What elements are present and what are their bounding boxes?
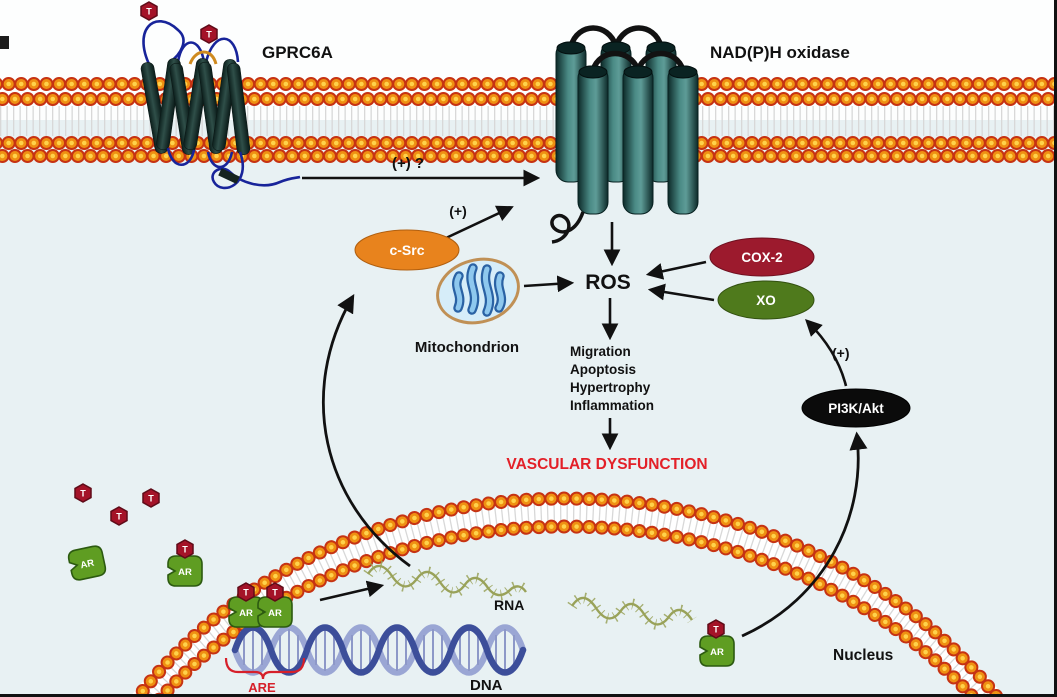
ar-label: AR — [178, 567, 192, 578]
are-label: ARE — [248, 680, 276, 695]
t-label: T — [116, 512, 122, 522]
testosterone-molecule: T — [266, 582, 284, 602]
nadph-oxidase-label: NAD(P)H oxidase — [710, 43, 850, 62]
mitochondrion-label: Mitochondrion — [415, 339, 519, 356]
androgen-receptor-dimer-right: AR — [257, 596, 293, 628]
testosterone-molecule: T — [110, 506, 128, 526]
ar-label: AR — [710, 647, 724, 658]
t-label: T — [182, 545, 188, 555]
outcomes-list: Migration Apoptosis Hypertrophy Inflamma… — [570, 344, 654, 413]
figure-border-bottom — [0, 694, 1057, 697]
arrow-are-to-rna — [319, 580, 385, 602]
vascular-dysfunction-label: VASCULAR DYSFUNCTION — [506, 456, 707, 473]
t-label: T — [146, 7, 152, 17]
arrow-ar-to-pi3k — [741, 431, 868, 638]
ar-label: AR — [268, 608, 282, 619]
receptor-tail-domain — [218, 168, 240, 184]
t-label: T — [243, 588, 249, 598]
androgen-receptor-free: AR — [66, 543, 108, 583]
gprc6a-label: GPRC6A — [262, 43, 333, 62]
pi3k-akt-label: PI3K/Akt — [828, 401, 884, 416]
dna-label: DNA — [470, 677, 503, 694]
c-src-label: c-Src — [389, 242, 424, 258]
t-label: T — [206, 30, 212, 40]
dna-helix — [231, 624, 527, 676]
cox2-label: COX-2 — [741, 250, 782, 265]
outcome-item-apoptosis: Apoptosis — [570, 362, 636, 377]
plasma-membrane — [0, 84, 1057, 156]
arrow-csrc-to-oxidase — [445, 205, 514, 240]
ros-label: ROS — [585, 271, 631, 294]
figure-edge-mark — [0, 36, 9, 49]
rna-transcript-1 — [363, 560, 531, 601]
rna-label: RNA — [494, 597, 524, 613]
activation-question-label: (+) ? — [392, 155, 424, 172]
ar-label: AR — [239, 608, 253, 619]
xo-label: XO — [756, 293, 776, 308]
c-src-enzyme: c-Src — [354, 229, 460, 271]
cox2-enzyme: COX-2 — [709, 237, 815, 277]
receptor-bottom-loop-2 — [206, 151, 234, 169]
oxidase-top-loop-1 — [568, 25, 619, 49]
testosterone-molecule: T — [237, 582, 255, 602]
dna-strand-front — [231, 624, 527, 676]
src-activation-label: (+) — [449, 203, 467, 219]
testosterone-molecule: T — [200, 24, 218, 44]
t-label: T — [713, 625, 719, 635]
androgen-receptor-bound: AR — [167, 555, 203, 587]
t-label: T — [272, 588, 278, 598]
arrow-xo-to-ros — [647, 283, 715, 302]
xo-enzyme: XO — [717, 280, 815, 320]
mitochondrion — [436, 257, 520, 325]
figure-border-right — [1054, 0, 1057, 697]
nucleus-label: Nucleus — [833, 647, 893, 664]
receptor-bottom-loop-1 — [166, 147, 196, 167]
testosterone-molecule: T — [140, 1, 158, 21]
oxidase-back-cylinders — [555, 41, 677, 183]
oxidase-cytoplasmic-tail — [550, 211, 585, 244]
gprc6a-receptor — [140, 20, 301, 190]
receptor-c-terminal-tail — [211, 151, 301, 190]
rna-transcript-2 — [567, 592, 697, 630]
arrow-cox2-to-ros — [645, 260, 707, 280]
pi3k-activation-label: (+) — [832, 345, 850, 361]
testosterone-molecule: T — [142, 488, 160, 508]
arrow-mitochondrion-to-ros — [523, 275, 575, 293]
oxidase-top-loop-2 — [613, 25, 664, 49]
t-label: T — [148, 494, 154, 504]
outcome-item-hypertrophy: Hypertrophy — [570, 380, 651, 395]
androgen-receptor-dimer-left: AR — [228, 596, 264, 628]
oxidase-top-loop-3 — [590, 50, 641, 73]
testosterone-molecule: T — [74, 483, 92, 503]
gprc6a-helices — [140, 58, 251, 156]
androgen-receptor-nuclear: AR — [699, 635, 735, 667]
t-label: T — [80, 489, 86, 499]
ar-label: AR — [79, 558, 95, 572]
oxidase-top-loop-4 — [635, 50, 686, 73]
testosterone-molecule: T — [176, 539, 194, 559]
pi3k-akt-enzyme: PI3K/Akt — [801, 388, 911, 428]
nadph-oxidase — [550, 25, 699, 244]
arrow-pi3k-to-xo — [805, 319, 848, 387]
oxidase-front-cylinders — [577, 65, 699, 215]
outcome-item-inflammation: Inflammation — [570, 398, 654, 413]
arrow-nucleus-to-csrc — [321, 294, 411, 568]
testosterone-molecule: T — [707, 619, 725, 639]
receptor-top-loop-1 — [176, 41, 206, 63]
dna-base-pairs — [243, 629, 515, 671]
are-bracket — [224, 657, 306, 680]
mitochondrion-cristae — [452, 263, 507, 317]
receptor-top-loop-orange — [188, 50, 218, 65]
outcome-item-migration: Migration — [570, 344, 631, 359]
